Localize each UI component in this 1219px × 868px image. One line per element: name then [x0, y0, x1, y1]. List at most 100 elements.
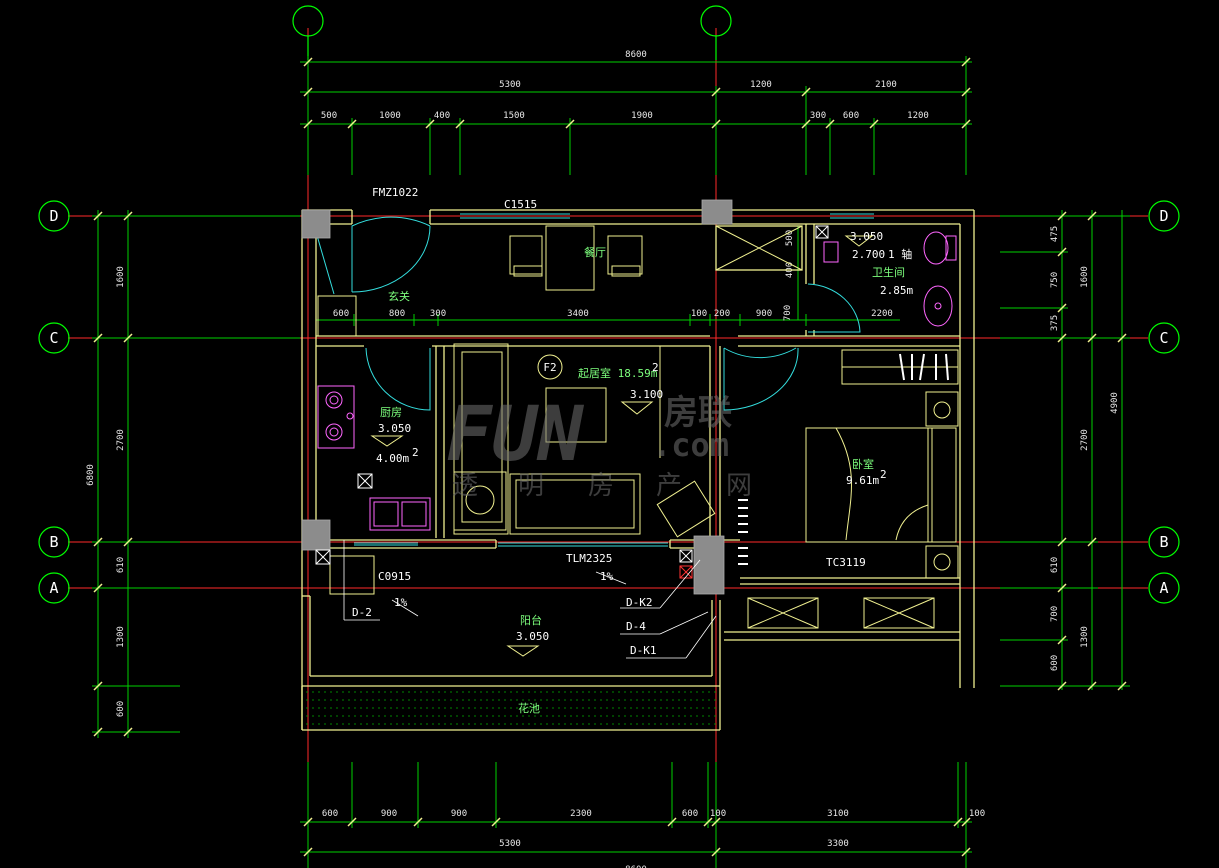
- dim-right-3: 375: [1050, 315, 1060, 331]
- label-dk1: D-K1: [630, 644, 657, 657]
- watermark-cn-3: 房: [588, 471, 614, 501]
- dim-interior-9: 2200: [871, 309, 893, 319]
- dim-bottom-8: 100: [969, 809, 985, 819]
- dim-interior-1: 600: [333, 309, 349, 319]
- dim-left-5: 600: [116, 701, 126, 717]
- label-kitchen-area: 4.00m: [376, 452, 409, 465]
- axis-label-d-left: D: [49, 207, 58, 225]
- axis-bubbles: [38, 5, 1180, 604]
- label-wc-shaft: 1 轴: [888, 247, 912, 261]
- dim-bottom-1: 600: [322, 809, 338, 819]
- dim-right-mid-3: 1300: [1080, 626, 1090, 648]
- label-window-tc: TC3119: [826, 556, 866, 569]
- label-kitchen-elev: 3.050: [378, 422, 411, 435]
- label-kitchen: 厨房: [380, 406, 402, 419]
- dim-left-total: 6800: [86, 464, 96, 486]
- dim-interior-5: 100: [691, 309, 707, 319]
- watermark: FUN 房联 .com 透 明 房 产 网: [446, 389, 752, 501]
- dim-top-third-7: 600: [843, 111, 859, 121]
- dim-left-1: 1600: [116, 266, 126, 288]
- axis-label-a-right: A: [1159, 579, 1168, 597]
- dimension-ticks: [93, 57, 1127, 857]
- dim-top-second-2: 1200: [750, 80, 772, 90]
- label-bedroom: 卧室: [852, 457, 874, 471]
- watermark-brand-cn: 房联: [664, 393, 732, 433]
- dim-bottom-second-1: 5300: [499, 839, 521, 849]
- furniture: [317, 225, 959, 629]
- label-living-tag: F2: [543, 361, 556, 374]
- louver-vents: [738, 353, 949, 565]
- dim-right-mid-2: 2700: [1080, 429, 1090, 451]
- dim-bottom-4: 2300: [570, 809, 592, 819]
- dim-bottom-3: 900: [451, 809, 467, 819]
- dim-left-2: 2700: [116, 429, 126, 451]
- label-wc-elev: 3.050: [850, 230, 883, 243]
- dim-top-second-3: 2100: [875, 80, 897, 90]
- walls: [301, 209, 975, 731]
- door-swings: [315, 216, 861, 411]
- dim-interior-8: 700: [783, 305, 793, 321]
- dim-top-third-6: 300: [810, 111, 826, 121]
- label-bedroom-area: 9.61m: [846, 474, 879, 487]
- label-planter: 花池: [518, 702, 540, 715]
- dim-interior-2: 800: [389, 309, 405, 319]
- label-d4: D-4: [626, 620, 646, 633]
- dim-bottom-6: 100: [710, 809, 726, 819]
- label-wc-area: 2.85m: [880, 284, 913, 297]
- dim-right-2: 750: [1050, 272, 1060, 288]
- label-entrance: 玄关: [388, 289, 410, 303]
- watermark-cn-5: 网: [726, 471, 752, 501]
- watermark-cn-2: 明: [518, 471, 544, 501]
- label-wc: 卫生间: [872, 265, 905, 279]
- elevation-markers: [370, 235, 874, 657]
- dim-right-total: 4900: [1110, 392, 1120, 414]
- watermark-brand: FUN: [446, 389, 585, 478]
- dim-bottom-second-2: 3300: [827, 839, 849, 849]
- label-living-elev: 3.100: [630, 388, 663, 401]
- dim-right-6: 600: [1050, 655, 1060, 671]
- dim-right-5: 700: [1050, 606, 1060, 622]
- dim-right-1: 475: [1050, 226, 1060, 242]
- leader-lines: [343, 540, 717, 659]
- dim-bottom-2: 900: [381, 809, 397, 819]
- dim-bottom-5: 600: [682, 809, 698, 819]
- duct-marks: [315, 225, 829, 579]
- watermark-cn-4: 产: [656, 471, 682, 501]
- dim-top-third-3: 400: [434, 111, 450, 121]
- dim-top-third-4: 1500: [503, 111, 525, 121]
- grid-lines: [68, 28, 1148, 868]
- dim-top-third-8: 1200: [907, 111, 929, 121]
- label-bedroom-sup: 2: [880, 468, 887, 481]
- axis-label-d-right: D: [1159, 207, 1168, 225]
- label-slope-1: 1%: [600, 570, 614, 583]
- planter-hatch: [306, 691, 716, 725]
- axis-label-c-left: C: [49, 329, 58, 347]
- dim-bottom-total: 8600: [625, 865, 647, 868]
- dim-left-3: 610: [116, 557, 126, 573]
- dim-right-mid-1: 1600: [1080, 266, 1090, 288]
- dim-top-second-1: 5300: [499, 80, 521, 90]
- label-wc-elev2: 2.700: [852, 248, 885, 261]
- living-tag-circle: [537, 354, 563, 380]
- windows: [354, 213, 874, 547]
- label-slope-2: 1%: [394, 596, 408, 609]
- dim-top-third-5: 1900: [631, 111, 653, 121]
- dim-top-third-2: 1000: [379, 111, 401, 121]
- label-living-sup: 2: [652, 361, 659, 374]
- dim-interior-7: 900: [756, 309, 772, 319]
- label-balcony-elev: 3.050: [516, 630, 549, 643]
- label-window-c1515: C1515: [504, 198, 537, 211]
- label-door-tlm: TLM2325: [566, 552, 612, 565]
- label-d2: D-2: [352, 606, 372, 619]
- dim-bottom-7: 3100: [827, 809, 849, 819]
- axis-label-b-right: B: [1159, 533, 1168, 551]
- label-window-co: C0915: [378, 570, 411, 583]
- fixtures: [317, 231, 957, 531]
- dimension-lines: [92, 56, 1130, 868]
- dim-left-4: 1300: [116, 626, 126, 648]
- axis-label-b-left: B: [49, 533, 58, 551]
- label-balcony: 阳台: [520, 613, 542, 627]
- watermark-domain: .com: [652, 426, 729, 464]
- axis-label-c-right: C: [1159, 329, 1168, 347]
